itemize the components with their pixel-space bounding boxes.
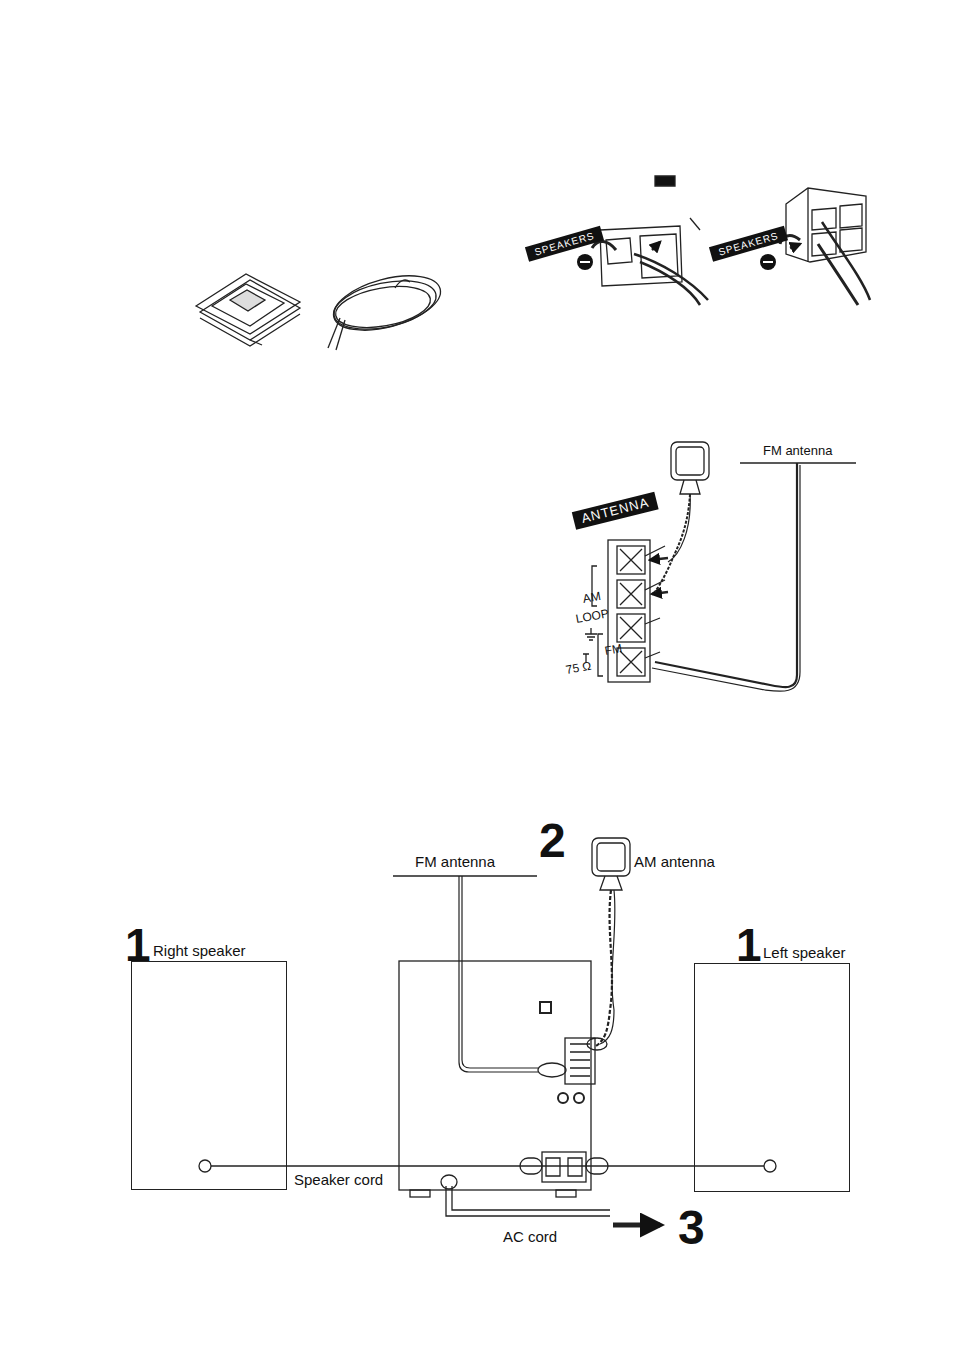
step-number: 1 bbox=[125, 922, 151, 968]
minus-sign bbox=[580, 261, 590, 263]
terminal-label: FM bbox=[604, 642, 623, 658]
speaker-cord bbox=[287, 1165, 694, 1167]
terminal-label: 75 Ω bbox=[565, 660, 593, 677]
speaker-box: 1Left speaker bbox=[694, 963, 850, 1192]
fm-wire-accessory bbox=[328, 266, 447, 350]
step-number: 2 bbox=[539, 815, 566, 868]
minus-mark bbox=[760, 254, 776, 270]
speaker-box: 1Right speaker bbox=[131, 961, 287, 1190]
speaker-heading: Right speaker bbox=[153, 943, 246, 958]
step-number: 3 bbox=[678, 1202, 705, 1255]
am-loop-accessory bbox=[196, 274, 300, 346]
main-unit bbox=[199, 838, 776, 1225]
terminal-label: LOOP bbox=[575, 607, 610, 626]
step-number: 1 bbox=[736, 922, 762, 968]
antenna-terminal-detail bbox=[583, 442, 856, 691]
edge-label: Speaker cord bbox=[292, 1172, 385, 1189]
minus-sign bbox=[763, 261, 773, 263]
speaker-terminal-tag: SPEAKERS bbox=[525, 226, 604, 262]
speaker-terminal-tag: SPEAKERS bbox=[709, 226, 788, 262]
minus-mark bbox=[577, 254, 593, 270]
fm-antenna-label: FM antenna bbox=[763, 444, 832, 458]
fm-antenna-label: FM antenna bbox=[415, 854, 495, 871]
antenna-terminal-tag: ANTENNA bbox=[572, 492, 659, 530]
terminal-label: AM bbox=[582, 590, 602, 606]
am-antenna-label: AM antenna bbox=[634, 854, 715, 871]
speaker-terminal-detail bbox=[592, 176, 870, 305]
ac-cord-label: AC cord bbox=[503, 1229, 557, 1246]
speaker-heading: Left speaker bbox=[763, 945, 846, 960]
